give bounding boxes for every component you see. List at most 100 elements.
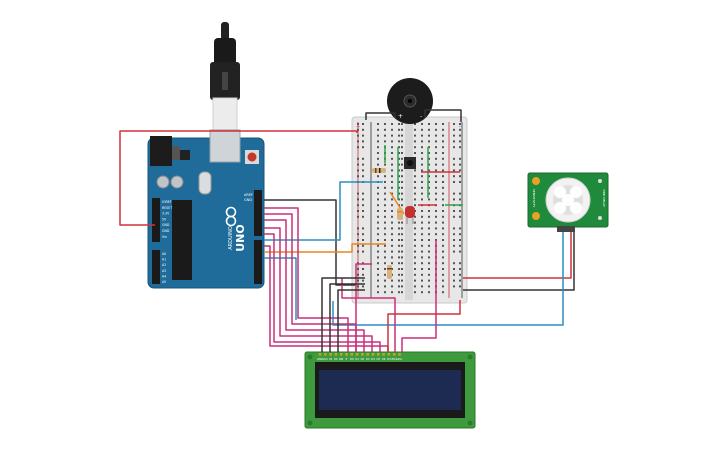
breadboard-hole[interactable] (391, 198, 393, 201)
breadboard-hole[interactable] (401, 204, 403, 207)
rail-hole[interactable] (459, 285, 461, 288)
breadboard-hole[interactable] (398, 244, 400, 247)
breadboard-hole[interactable] (421, 239, 423, 241)
breadboard-hole[interactable] (442, 268, 444, 270)
breadboard-hole[interactable] (384, 262, 386, 265)
rail-hole[interactable] (459, 169, 461, 172)
wire-gnd-black[interactable] (264, 199, 356, 286)
rail-hole[interactable] (357, 146, 359, 149)
breadboard-hole[interactable] (435, 157, 437, 160)
breadboard-hole[interactable] (377, 250, 379, 253)
breadboard-hole[interactable] (401, 134, 403, 137)
breadboard-hole[interactable] (442, 256, 444, 259)
rail-hole[interactable] (357, 262, 359, 265)
breadboard-hole[interactable] (391, 192, 393, 195)
breadboard-hole[interactable] (384, 134, 386, 137)
rail-hole[interactable] (459, 181, 461, 183)
breadboard-hole[interactable] (401, 123, 403, 125)
rail-hole[interactable] (453, 175, 455, 178)
wire-lcd-gnd[interactable] (321, 277, 365, 352)
breadboard-hole[interactable] (377, 262, 379, 265)
wire-lcd-3[interactable] (264, 219, 365, 352)
lcd-pin[interactable] (361, 353, 364, 356)
rail-hole[interactable] (362, 192, 364, 195)
lcd-pin[interactable] (339, 353, 343, 356)
rail-hole[interactable] (357, 268, 359, 270)
breadboard-hole[interactable] (442, 152, 444, 154)
rail-hole[interactable] (362, 128, 364, 131)
breadboard-hole[interactable] (421, 198, 423, 201)
breadboard-hole[interactable] (428, 175, 430, 178)
breadboard-hole[interactable] (414, 233, 416, 236)
breadboard-hole[interactable] (421, 285, 423, 288)
breadboard-hole[interactable] (442, 233, 444, 236)
breadboard-hole[interactable] (435, 152, 437, 154)
rail-hole[interactable] (453, 244, 455, 247)
breadboard-hole[interactable] (442, 198, 444, 201)
breadboard-hole[interactable] (384, 204, 386, 207)
breadboard-hole[interactable] (391, 227, 393, 230)
red-led[interactable] (405, 206, 415, 224)
breadboard-hole[interactable] (442, 210, 444, 212)
breadboard-hole[interactable] (384, 233, 386, 236)
breadboard-hole[interactable] (391, 146, 393, 149)
breadboard-hole[interactable] (414, 279, 416, 282)
breadboard-hole[interactable] (401, 163, 403, 166)
breadboard-hole[interactable] (377, 268, 379, 270)
breadboard-hole[interactable] (442, 221, 444, 224)
breadboard-hole[interactable] (428, 250, 430, 253)
breadboard-hole[interactable] (435, 198, 437, 201)
lcd-pin[interactable] (382, 353, 385, 356)
breadboard-hole[interactable] (391, 204, 393, 207)
breadboard-hole[interactable] (442, 244, 444, 247)
breadboard-hole[interactable] (401, 291, 403, 294)
rail-hole[interactable] (357, 175, 359, 178)
breadboard-hole[interactable] (428, 233, 430, 236)
rail-hole[interactable] (453, 262, 455, 265)
rail-hole[interactable] (357, 233, 359, 236)
lcd-pin[interactable] (350, 353, 354, 356)
breadboard-hole[interactable] (428, 134, 430, 137)
rail-hole[interactable] (453, 146, 455, 149)
rail-hole[interactable] (362, 262, 364, 265)
breadboard-hole[interactable] (421, 169, 423, 172)
breadboard-hole[interactable] (428, 221, 430, 224)
rail-hole[interactable] (459, 239, 461, 241)
breadboard-hole[interactable] (442, 181, 444, 183)
breadboard-hole[interactable] (414, 221, 416, 224)
rail-hole[interactable] (459, 157, 461, 160)
lcd-pin[interactable] (392, 353, 396, 356)
rail-hole[interactable] (459, 250, 461, 253)
wire-red-bb-top[interactable] (365, 112, 396, 120)
breadboard-hole[interactable] (401, 250, 403, 253)
breadboard-hole[interactable] (442, 175, 444, 178)
breadboard-hole[interactable] (442, 157, 444, 160)
breadboard-hole[interactable] (401, 268, 403, 270)
rail-hole[interactable] (362, 169, 364, 172)
breadboard-hole[interactable] (414, 291, 416, 294)
breadboard-hole[interactable] (421, 215, 423, 218)
rail-hole[interactable] (362, 204, 364, 207)
breadboard-hole[interactable] (414, 146, 416, 149)
breadboard-hole[interactable] (428, 140, 430, 143)
rail-hole[interactable] (459, 210, 461, 212)
breadboard-hole[interactable] (401, 192, 403, 195)
lcd-pin[interactable] (387, 353, 391, 356)
rail-hole[interactable] (459, 146, 461, 149)
breadboard-hole[interactable] (377, 273, 379, 276)
rail-hole[interactable] (453, 157, 455, 160)
rail-hole[interactable] (357, 227, 359, 230)
breadboard-hole[interactable] (435, 123, 437, 125)
rail-hole[interactable] (357, 244, 359, 247)
breadboard-hole[interactable] (428, 157, 430, 160)
breadboard-hole[interactable] (384, 244, 386, 247)
lcd-pin[interactable] (329, 353, 332, 356)
breadboard-hole[interactable] (398, 186, 400, 189)
breadboard-hole[interactable] (414, 204, 416, 207)
rail-hole[interactable] (357, 192, 359, 195)
breadboard-hole[interactable] (384, 181, 386, 183)
breadboard-hole[interactable] (414, 152, 416, 154)
breadboard-hole[interactable] (414, 227, 416, 230)
breadboard-hole[interactable] (442, 227, 444, 230)
breadboard-hole[interactable] (414, 215, 416, 218)
